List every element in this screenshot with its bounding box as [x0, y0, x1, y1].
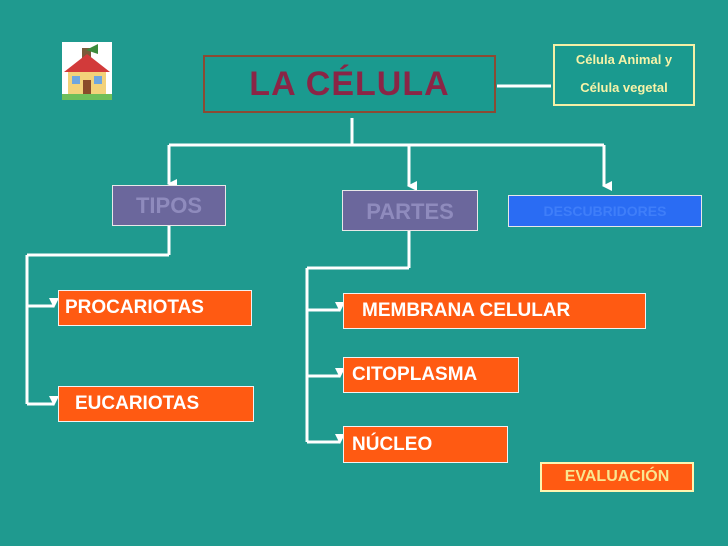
partes-button[interactable]: PARTES [342, 190, 478, 231]
school-house-icon[interactable] [62, 42, 112, 100]
nucleo-button[interactable]: NÚCLEO [343, 426, 508, 463]
page-title: LA CÉLULA [203, 55, 496, 113]
eucariotas-button[interactable]: EUCARIOTAS [58, 386, 254, 422]
citoplasma-button[interactable]: CITOPLASMA [343, 357, 519, 393]
animal-label: Célula Animal y [575, 52, 673, 67]
descubridores-button[interactable]: DESCUBRIDORES [508, 195, 702, 227]
animal-vegetal-link[interactable]: Célula Animal y Célula vegetal [553, 44, 695, 106]
tipos-button[interactable]: TIPOS [112, 185, 226, 226]
vegetal-label: Célula vegetal [580, 80, 668, 95]
membrana-celular-button[interactable]: MEMBRANA CELULAR [343, 293, 646, 329]
procariotas-button[interactable]: PROCARIOTAS [58, 290, 252, 326]
evaluacion-button[interactable]: EVALUACIÓN [540, 462, 694, 492]
